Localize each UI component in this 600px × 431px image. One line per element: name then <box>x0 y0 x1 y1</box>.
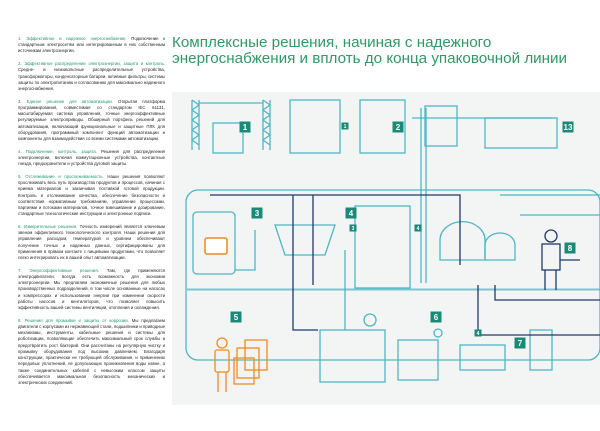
badge-number: 3 <box>255 209 260 218</box>
badge-number: 3 <box>352 226 355 232</box>
feature-text: Там, где применяются электродвигатели, в… <box>18 267 165 311</box>
feature-text: Мы предлагаем двигатели с корпусами из н… <box>18 317 166 385</box>
badge-number: 5 <box>234 313 239 322</box>
badge-number: 2 <box>396 123 401 132</box>
badge-box <box>251 207 263 219</box>
power-cables <box>210 194 600 336</box>
badge-box <box>474 329 482 337</box>
badge-box <box>564 242 576 254</box>
badge-box <box>230 311 242 323</box>
badge-number: 4 <box>349 209 354 218</box>
feature-text: Решения для распределения электроэнергии… <box>18 148 165 167</box>
operator-with-scanner <box>214 337 268 392</box>
number-badges: 1 1 2 13 3 4 3 4 8 5 6 4 7 <box>230 121 576 349</box>
feature-item: 2. Эффективное распределение электроэнер… <box>18 61 165 92</box>
feature-item: 7. Энергоэффективные решения. Там, где п… <box>18 268 165 311</box>
feature-text: Наши решения позволяют прослеживать весь… <box>18 174 165 217</box>
separator <box>439 220 486 261</box>
mixer <box>274 224 336 256</box>
feature-text: Подключение к стандартным электросетям и… <box>18 36 165 54</box>
switchgear <box>289 99 341 154</box>
vfd <box>529 329 553 371</box>
badge-box <box>430 311 442 323</box>
page-title: Комплексные решения, начиная с надежного… <box>172 34 568 67</box>
badge-box <box>414 224 422 232</box>
badge-number: 6 <box>434 313 439 322</box>
feature-heading: 6. Измерительные решения. <box>18 224 78 230</box>
feature-item: 5. Отслеживание и прослеживаемость. Наши… <box>18 174 165 217</box>
feature-item: 6. Измерительные решения. Точность измер… <box>18 224 165 261</box>
pump-motor <box>459 344 506 371</box>
feature-item: 3. Единое решение для автоматизации. Отк… <box>18 99 165 142</box>
feature-heading: 4. Подключение, контроль, защита. <box>18 148 98 154</box>
feature-text: Открытая платформа программирования, сов… <box>18 98 165 142</box>
feature-text: Точность измерений является ключевым зве… <box>18 224 165 261</box>
transformer <box>212 122 244 154</box>
badge-box <box>239 121 251 133</box>
badge-number: 13 <box>564 123 573 132</box>
badge-number: 7 <box>518 339 523 348</box>
badge-number: 1 <box>344 124 347 130</box>
feature-heading: 2. Эффективное распределение электроэнер… <box>18 61 165 67</box>
badge-box <box>514 337 526 349</box>
badge-box <box>392 121 404 133</box>
badge-number: 4 <box>477 331 480 337</box>
hmi-screen <box>204 237 228 255</box>
badge-box <box>562 121 574 133</box>
feature-text: Средне- и низковольтные распределительны… <box>18 67 165 92</box>
badge-box <box>349 224 357 232</box>
feature-heading: 3. Единое решение для автоматизации. <box>18 98 113 104</box>
badge-number: 8 <box>568 244 573 253</box>
feature-heading: 1. Эффективное и надежное энергоснабжени… <box>18 36 127 41</box>
feature-heading: 7. Энергоэффективные решения. <box>18 267 99 273</box>
feature-item: 1. Эффективное и надежное энергоснабжени… <box>18 36 165 55</box>
worker-washing <box>541 229 580 290</box>
badge-number: 1 <box>243 123 248 132</box>
feature-heading: 5. Отслеживание и прослеживаемость. <box>18 174 104 180</box>
badge-box <box>345 207 357 219</box>
tank <box>192 211 236 275</box>
badge-number: 4 <box>417 226 420 232</box>
numbered-feature-list: 1. Эффективное и надежное энергоснабжени… <box>18 36 165 393</box>
control-cabinet <box>354 205 411 289</box>
badge-box <box>341 122 349 130</box>
feature-item: 4. Подключение, контроль, защита. Решени… <box>18 149 165 168</box>
process-unit <box>319 329 386 383</box>
drive-cabinet <box>359 99 406 154</box>
feature-heading: 8. Решения для промывки и защиты от корр… <box>18 317 129 323</box>
feature-item: 8. Решения для промывки и защиты от корр… <box>18 318 165 386</box>
